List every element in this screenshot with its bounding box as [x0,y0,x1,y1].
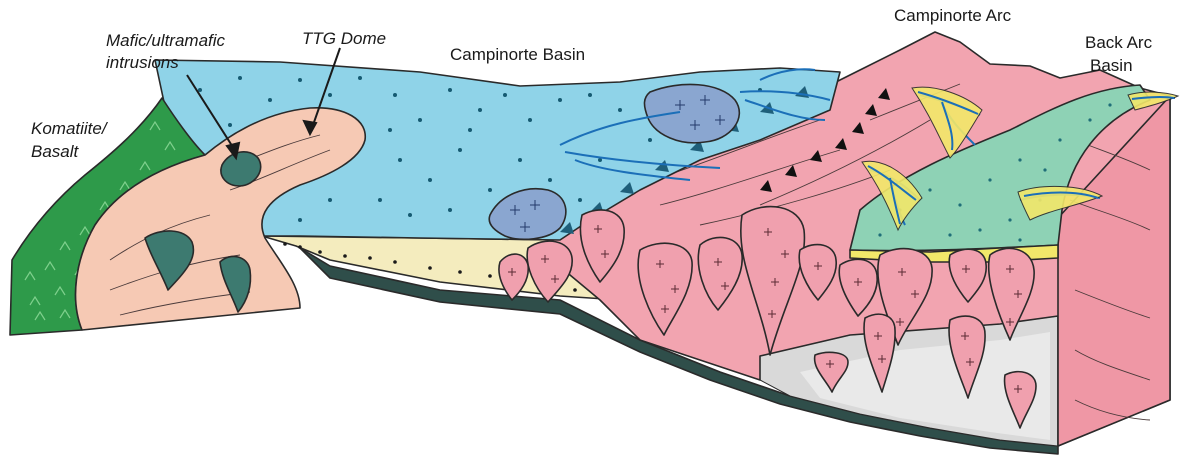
label-komatiite-line2: Basalt [31,142,80,161]
label-campinorte-basin: Campinorte Basin [450,45,585,64]
label-mafic-line2: intrusions [106,53,179,72]
label-komatiite-line1: Komatiite/ [31,119,109,138]
label-campinorte-arc: Campinorte Arc [894,6,1012,25]
label-mafic-line1: Mafic/ultramafic [106,31,226,50]
label-back-arc-line1: Back Arc [1085,33,1153,52]
label-ttg-dome: TTG Dome [302,29,386,48]
label-back-arc-line2: Basin [1090,56,1133,75]
